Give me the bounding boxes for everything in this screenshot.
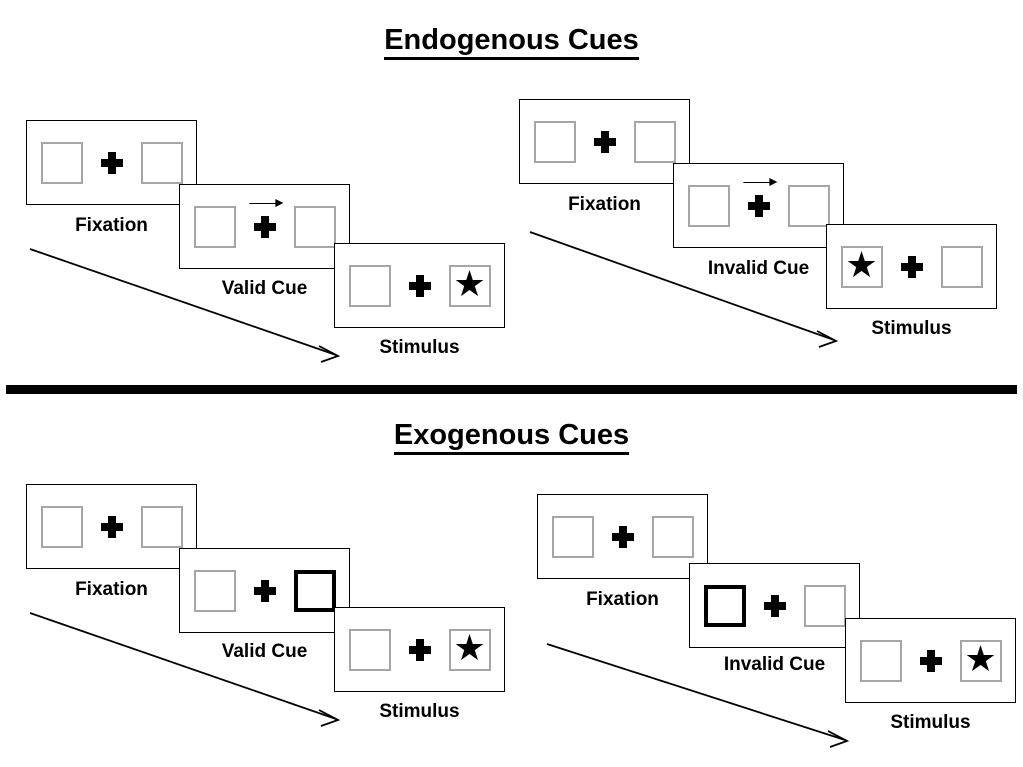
left-square[interactable]: ★ <box>348 628 391 671</box>
panel-contents: ★ ★ <box>846 619 1015 702</box>
left-square[interactable]: ★ <box>551 515 594 558</box>
right-square[interactable]: ★ <box>803 584 846 627</box>
arrow-right-icon <box>742 178 777 188</box>
fixation-center <box>83 133 141 193</box>
right-square[interactable]: ★ <box>293 569 336 612</box>
caption-exogenous-invalid-cue: Invalid Cue <box>723 654 826 675</box>
right-square[interactable]: ★ <box>140 505 183 548</box>
right-square[interactable]: ★ <box>140 141 183 184</box>
fixation-center <box>391 256 449 316</box>
fixation-center <box>883 237 941 297</box>
panel-endogenous-valid-stimulus[interactable]: ★ ★ <box>334 243 505 328</box>
right-square[interactable]: ★ <box>448 627 491 671</box>
fixation-cross-icon <box>408 274 431 297</box>
panel-contents: ★ ★ <box>674 164 843 247</box>
left-square[interactable]: ★ <box>687 184 730 227</box>
fixation-cross-icon <box>100 515 123 538</box>
panel-exogenous-invalid-fixation[interactable]: ★ ★ <box>537 494 708 579</box>
time-arrow-endogenous-valid <box>29 248 341 363</box>
panel-endogenous-valid-fixation[interactable]: ★ ★ <box>26 120 197 205</box>
caption-endogenous-valid-cue: Valid Cue <box>221 278 308 299</box>
left-square[interactable]: ★ <box>40 141 83 184</box>
panel-contents: ★ ★ <box>27 485 196 568</box>
fixation-cross-icon <box>747 194 770 217</box>
fixation-cross-icon <box>900 255 923 278</box>
right-square[interactable]: ★ <box>633 120 676 163</box>
panel-endogenous-invalid-cue[interactable]: ★ ★ <box>673 163 844 248</box>
panel-contents: ★ ★ <box>180 185 349 268</box>
fixation-cross-icon <box>919 649 942 672</box>
panel-exogenous-valid-stimulus[interactable]: ★ ★ <box>334 607 505 692</box>
caption-endogenous-invalid-fixation: Fixation <box>568 194 641 215</box>
fixation-cross-icon <box>611 525 634 548</box>
star-icon: ★ <box>964 638 997 679</box>
caption-endogenous-invalid-stimulus: Stimulus <box>871 318 952 339</box>
fixation-center <box>746 576 804 636</box>
fixation-center <box>236 561 294 621</box>
panel-contents: ★ ★ <box>335 608 504 691</box>
section-divider <box>6 385 1017 394</box>
panel-contents: ★ ★ <box>690 564 859 647</box>
panel-exogenous-invalid-stimulus[interactable]: ★ ★ <box>845 618 1016 703</box>
fixation-center <box>83 497 141 557</box>
fixation-cross-icon <box>763 594 786 617</box>
caption-exogenous-invalid-fixation: Fixation <box>586 589 659 610</box>
panel-contents: ★ ★ <box>335 244 504 327</box>
caption-exogenous-valid-stimulus: Stimulus <box>379 701 460 722</box>
star-icon: ★ <box>845 244 878 285</box>
panel-exogenous-valid-cue[interactable]: ★ ★ <box>179 548 350 633</box>
fixation-center <box>391 620 449 680</box>
time-arrow-endogenous-invalid <box>529 231 839 348</box>
fixation-center <box>576 112 634 172</box>
section-title-endogenous-text: Endogenous Cues <box>384 24 639 60</box>
panel-contents: ★ ★ <box>538 495 707 578</box>
caption-exogenous-invalid-stimulus: Stimulus <box>890 712 971 733</box>
left-square[interactable]: ★ <box>193 205 236 248</box>
star-icon: ★ <box>453 627 486 668</box>
fixation-cross-icon <box>593 130 616 153</box>
star-icon: ★ <box>453 263 486 304</box>
caption-exogenous-valid-cue: Valid Cue <box>221 641 308 662</box>
fixation-cross-icon <box>408 638 431 661</box>
fixation-center <box>594 507 652 567</box>
panel-endogenous-invalid-stimulus[interactable]: ★ ★ <box>826 224 997 309</box>
panel-endogenous-valid-cue[interactable]: ★ ★ <box>179 184 350 269</box>
section-title-exogenous: Exogenous Cues <box>0 419 1023 455</box>
fixation-center <box>236 197 294 257</box>
panel-exogenous-valid-fixation[interactable]: ★ ★ <box>26 484 197 569</box>
right-square[interactable]: ★ <box>651 515 694 558</box>
fixation-center <box>902 631 960 691</box>
panel-endogenous-invalid-fixation[interactable]: ★ ★ <box>519 99 690 184</box>
caption-endogenous-valid-stimulus: Stimulus <box>379 337 460 358</box>
right-square[interactable]: ★ <box>293 205 336 248</box>
fixation-cross-icon <box>253 215 276 238</box>
left-square[interactable]: ★ <box>348 264 391 307</box>
right-square[interactable]: ★ <box>448 263 491 307</box>
fixation-cross-icon <box>100 151 123 174</box>
time-arrow-exogenous-invalid <box>546 643 850 748</box>
arrow-right-icon <box>248 199 283 209</box>
left-square[interactable]: ★ <box>533 120 576 163</box>
caption-exogenous-valid-fixation: Fixation <box>75 579 148 600</box>
panel-contents: ★ ★ <box>27 121 196 204</box>
left-square[interactable]: ★ <box>840 244 883 288</box>
fixation-cross-icon <box>253 579 276 602</box>
panel-exogenous-invalid-cue[interactable]: ★ ★ <box>689 563 860 648</box>
panel-contents: ★ ★ <box>827 225 996 308</box>
left-square[interactable]: ★ <box>703 584 746 627</box>
left-square[interactable]: ★ <box>40 505 83 548</box>
right-square[interactable]: ★ <box>787 184 830 227</box>
left-square[interactable]: ★ <box>193 569 236 612</box>
panel-contents: ★ ★ <box>520 100 689 183</box>
right-square[interactable]: ★ <box>959 638 1002 682</box>
section-title-endogenous: Endogenous Cues <box>0 24 1023 60</box>
caption-endogenous-valid-fixation: Fixation <box>75 215 148 236</box>
time-arrow-exogenous-valid <box>29 612 341 727</box>
caption-endogenous-invalid-cue: Invalid Cue <box>707 258 810 279</box>
panel-contents: ★ ★ <box>180 549 349 632</box>
fixation-center <box>730 176 788 236</box>
right-square[interactable]: ★ <box>940 245 983 288</box>
section-title-exogenous-text: Exogenous Cues <box>393 419 630 455</box>
left-square[interactable]: ★ <box>859 639 902 682</box>
